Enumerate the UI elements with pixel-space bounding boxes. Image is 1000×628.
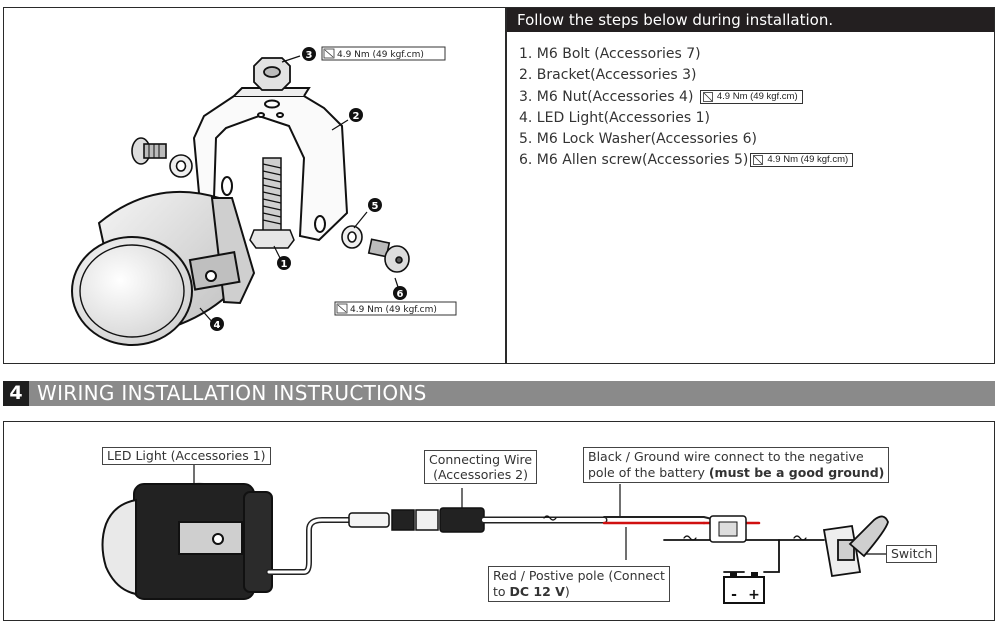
callout-3: 3 xyxy=(302,47,316,61)
svg-text:2: 2 xyxy=(353,111,360,122)
step-text: 4. LED Light(Accessories 1) xyxy=(519,109,710,126)
switch-label: Switch xyxy=(886,545,938,563)
wrench-icon xyxy=(753,155,764,166)
wiring-leader-lines xyxy=(193,464,886,560)
wrench-icon xyxy=(336,303,348,314)
wiring-diagram-panel: - + LED Light (Accessories 1) Connecting… xyxy=(3,421,995,621)
step-text: 6. M6 Allen screw(Accessories 5) xyxy=(519,152,749,169)
list-item: 1. M6 Bolt (Accessories 7) xyxy=(519,44,853,65)
steps-list: 1. M6 Bolt (Accessories 7) 2. Bracket(Ac… xyxy=(519,44,854,172)
assembly-illustration: 3 2 5 1 6 4 4.9 Nm (49 kgf.cm) 4.9 Nm (4… xyxy=(71,46,457,346)
svg-text:1: 1 xyxy=(281,259,288,270)
torque-badge-top: 4.9 Nm (49 kgf.cm) xyxy=(321,46,446,61)
battery-shape: - + xyxy=(723,572,765,604)
svg-text:-: - xyxy=(731,587,737,603)
callout-1: 1 xyxy=(277,256,291,270)
ground-wire-label: Black / Ground wire connect to the negat… xyxy=(583,447,890,483)
bolt-shape xyxy=(249,157,295,249)
nut-shape xyxy=(253,57,291,91)
callout-5: 5 xyxy=(368,198,382,212)
torque-badge: 4.9 Nm (49 kgf.cm) xyxy=(750,153,854,168)
list-item: 4. LED Light(Accessories 1) xyxy=(519,108,853,129)
assembly-diagram-panel: 3 2 5 1 6 4 4.9 Nm (49 kgf.cm) 4.9 Nm (4… xyxy=(3,7,506,364)
section-number: 4 xyxy=(3,381,29,406)
list-item: 2. Bracket(Accessories 3) xyxy=(519,65,853,86)
led-light-label: LED Light (Accessories 1) xyxy=(102,447,271,465)
wiring-led-light-shape xyxy=(101,482,273,600)
svg-text:3: 3 xyxy=(306,50,313,61)
wire-harness xyxy=(266,507,825,575)
svg-text:4: 4 xyxy=(214,320,221,331)
svg-text:4.9 Nm (49 kgf.cm): 4.9 Nm (49 kgf.cm) xyxy=(337,50,424,60)
left-screw-shape xyxy=(131,137,193,178)
svg-text:5: 5 xyxy=(372,201,379,212)
callout-4: 4 xyxy=(210,317,224,331)
wiring-illustration: - + xyxy=(101,464,889,604)
svg-text:6: 6 xyxy=(397,289,404,300)
right-screw-shape xyxy=(341,225,410,273)
section-title: WIRING INSTALLATION INSTRUCTIONS xyxy=(37,381,427,405)
list-item: 6. M6 Allen screw(Accessories 5)4.9 Nm (… xyxy=(519,150,854,171)
red-wire-label: Red / Postive pole (Connect to DC 12 V) xyxy=(488,566,670,602)
torque-badge-bottom: 4.9 Nm (49 kgf.cm) xyxy=(334,301,457,316)
torque-badge: 4.9 Nm (49 kgf.cm) xyxy=(699,89,803,104)
step-text: 2. Bracket(Accessories 3) xyxy=(519,67,697,84)
toggle-switch-shape xyxy=(822,515,889,578)
bracket-shape xyxy=(192,87,349,242)
svg-text:+: + xyxy=(748,587,760,603)
led-light-shape xyxy=(71,190,256,346)
step-text: 5. M6 Lock Washer(Accessories 6) xyxy=(519,131,758,148)
callout-2: 2 xyxy=(349,108,363,122)
svg-text:4.9 Nm (49 kgf.cm): 4.9 Nm (49 kgf.cm) xyxy=(350,305,437,315)
step-text: 1. M6 Bolt (Accessories 7) xyxy=(519,46,701,62)
list-item: 5. M6 Lock Washer(Accessories 6) xyxy=(519,129,853,150)
step-text: 3. M6 Nut(Accessories 4) xyxy=(519,88,694,105)
installation-steps-panel: Follow the steps below during installati… xyxy=(506,7,995,364)
section-header-bar: 4 WIRING INSTALLATION INSTRUCTIONS xyxy=(3,381,995,406)
wrench-icon xyxy=(702,91,713,102)
connecting-wire-label: Connecting Wire (Accessories 2) xyxy=(424,450,538,484)
wrench-icon xyxy=(323,48,335,59)
callout-6: 6 xyxy=(393,286,407,300)
list-item: 3. M6 Nut(Accessories 4) 4.9 Nm (49 kgf.… xyxy=(519,87,853,108)
steps-header: Follow the steps below during installati… xyxy=(507,8,994,32)
